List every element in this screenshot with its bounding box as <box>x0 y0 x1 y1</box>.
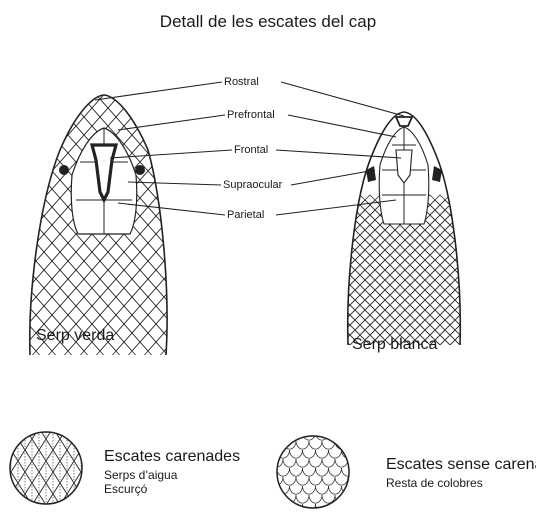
right-snake-head <box>335 112 470 350</box>
diagram-title: Detall de les escates del cap <box>0 12 536 32</box>
label-supraocular: Supraocular <box>222 179 283 191</box>
legend-smooth-example-1: Resta de colobres <box>386 476 483 490</box>
caption-right-snake: Serp blanca <box>352 336 437 354</box>
legend-keeled-example-2: Escurçó <box>104 482 147 496</box>
smooth-scales-sample <box>264 432 362 521</box>
left-snake-head <box>12 81 180 360</box>
legend-keeled-example-1: Serps d’aigua <box>104 468 177 482</box>
keeled-scales-sample <box>0 417 95 516</box>
left-eye-left <box>59 165 69 175</box>
legend-keeled-title: Escates carenades <box>104 448 240 466</box>
right-rostral-plate <box>396 117 412 126</box>
label-prefrontal: Prefrontal <box>226 109 276 121</box>
left-eye-right <box>135 165 145 175</box>
caption-left-snake: Serp verda <box>36 327 114 345</box>
label-frontal: Frontal <box>233 144 269 156</box>
label-rostral: Rostral <box>223 76 260 88</box>
label-parietal: Parietal <box>226 209 265 221</box>
legend-smooth-title: Escates sense carena <box>386 456 536 474</box>
